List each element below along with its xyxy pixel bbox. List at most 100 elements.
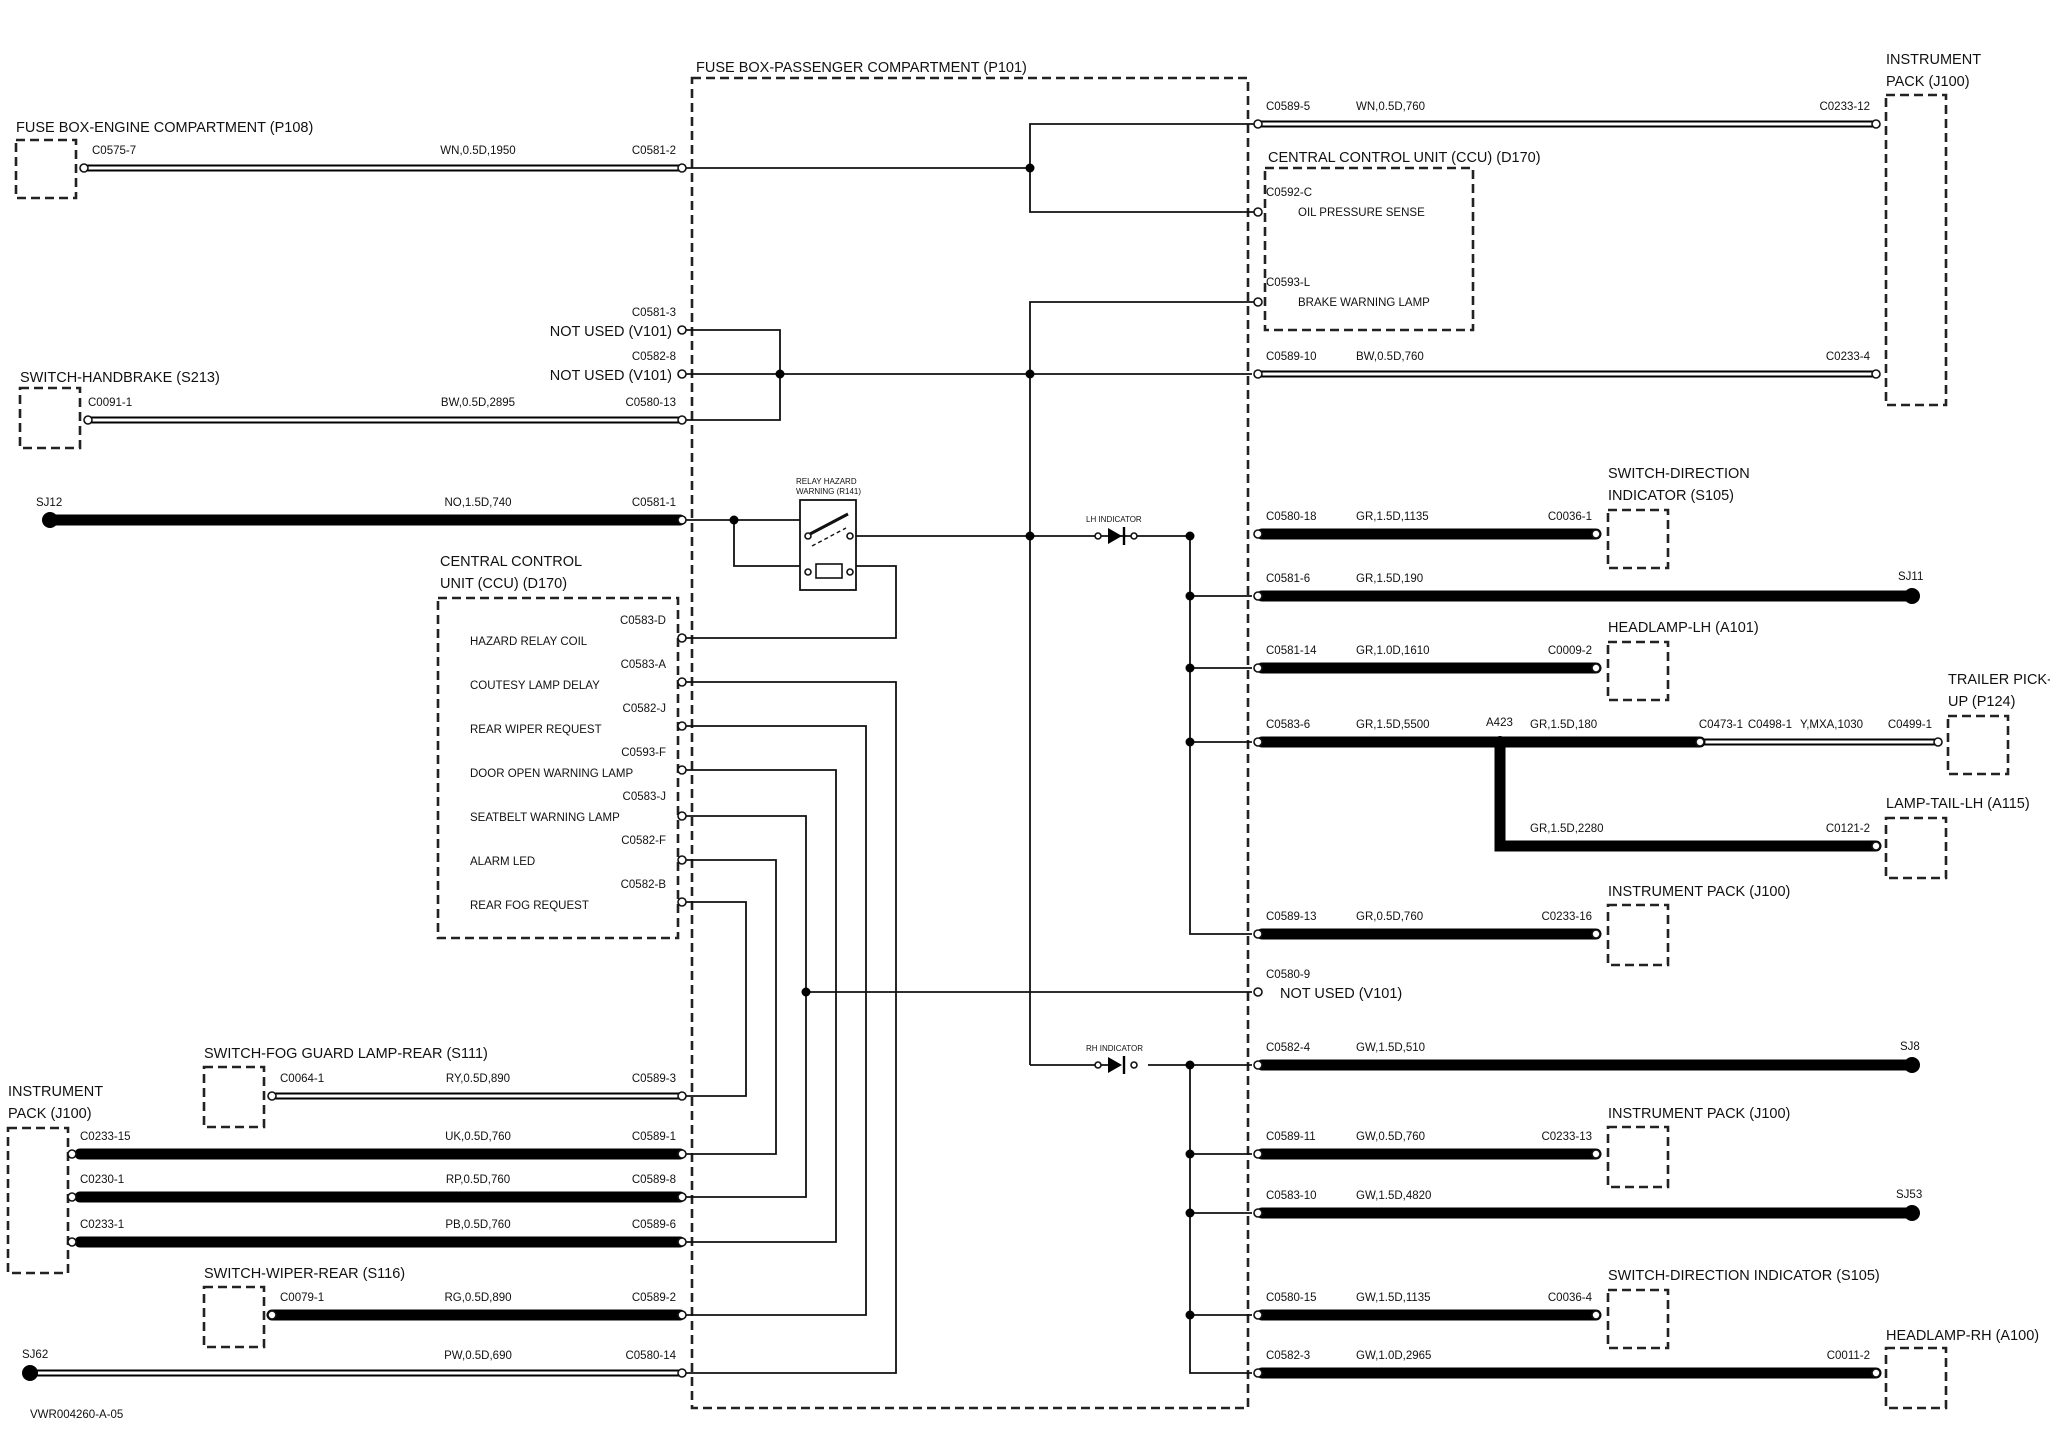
splice-sj62 <box>22 1365 38 1381</box>
connector-label: C0233-1 <box>80 1219 124 1231</box>
ccu-function-label: HAZARD RELAY COIL <box>470 636 588 648</box>
connector-label: C0589-8 <box>632 1174 676 1186</box>
switch-wiper-outline <box>202 1285 266 1349</box>
connector-label: C0581-3 <box>632 307 676 319</box>
wire-label: GR,1.5D,2280 <box>1530 823 1604 835</box>
connector-label: C0580-15 <box>1266 1292 1317 1304</box>
connector-label: C0230-1 <box>80 1174 124 1186</box>
connector-label: C0582-3 <box>1266 1350 1310 1362</box>
wire-label: WN,0.5D,760 <box>1356 101 1425 113</box>
splice-label: A423 <box>1486 717 1513 729</box>
external-wires <box>30 120 1938 1379</box>
connector-label: C0036-1 <box>1548 511 1592 523</box>
instrument-pack-low-title: INSTRUMENT PACK (J100) <box>1608 1106 1790 1122</box>
wire-label: RG,0.5D,890 <box>444 1292 511 1304</box>
fuse-box-engine-outline <box>14 138 78 200</box>
connector-label: C0583-D <box>620 615 666 627</box>
connector-label: C0233-13 <box>1541 1131 1592 1143</box>
connector-label: C0581-6 <box>1266 573 1310 585</box>
connector-label: C0589-3 <box>632 1073 676 1085</box>
connector-label: C0582-8 <box>632 351 676 363</box>
connector-label: C0580-13 <box>625 397 676 409</box>
connector-label: C0581-1 <box>632 497 676 509</box>
ccu-right-title: CENTRAL CONTROL UNIT (CCU) (D170) <box>1268 150 1541 166</box>
wire-label: GR,1.5D,180 <box>1530 719 1597 731</box>
switch-fog-outline <box>202 1065 266 1129</box>
connector-label: C0233-16 <box>1541 911 1592 923</box>
not-used-label: NOT USED (V101) <box>550 324 672 340</box>
connector-label: C0036-4 <box>1548 1292 1593 1304</box>
wire-label: GW,1.5D,510 <box>1356 1042 1425 1054</box>
connector-label: C0581-2 <box>632 145 676 157</box>
connector-label: C0583-10 <box>1266 1190 1317 1202</box>
wire-label: GR,1.5D,190 <box>1356 573 1423 585</box>
connector-label: C0589-11 <box>1266 1131 1316 1143</box>
connector-label: C0593-F <box>621 747 666 759</box>
connector-label: C0583-A <box>621 659 667 671</box>
rh-indicator-label: RH INDICATOR <box>1086 1044 1143 1053</box>
splice-label: SJ53 <box>1896 1189 1922 1201</box>
connector-label: C0582-J <box>623 703 666 715</box>
connector-label: C0593-L <box>1266 277 1311 289</box>
headlamp-rh-outline <box>1884 1346 1948 1410</box>
switch-direction-2-outline <box>1606 1288 1670 1350</box>
relay-title-2: WARNING (R141) <box>796 487 861 496</box>
headlamp-lh-outline <box>1606 640 1670 702</box>
wire-label: GW,0.5D,760 <box>1356 1131 1425 1143</box>
instrument-pack-left-title-2: PACK (J100) <box>8 1106 92 1122</box>
wire-label: RP,0.5D,760 <box>446 1174 510 1186</box>
ccu-function-label: ALARM LED <box>470 856 535 868</box>
fuse-box-passenger-title: FUSE BOX-PASSENGER COMPARTMENT (P101) <box>696 60 1027 76</box>
fuse-box-passenger-outline <box>690 76 1250 1410</box>
wire-label: RY,0.5D,890 <box>446 1073 510 1085</box>
splice-sj12 <box>42 512 58 528</box>
wire-label: GR,1.0D,1610 <box>1356 645 1430 657</box>
switch-direction-1-title-1: SWITCH-DIRECTION <box>1608 466 1750 482</box>
trailer-title-2: UP (P124) <box>1948 694 2015 710</box>
splice-sj8 <box>1904 1057 1920 1073</box>
ccu-left-title-2: UNIT (CCU) (D170) <box>440 576 567 592</box>
switch-handbrake-title: SWITCH-HANDBRAKE (S213) <box>20 370 220 386</box>
wire-label: GR,0.5D,760 <box>1356 911 1423 923</box>
connector-label: C0499-1 <box>1888 719 1932 731</box>
instrument-pack-mid-outline <box>1606 903 1670 967</box>
splice-label: SJ12 <box>36 497 62 509</box>
connector-label: C0581-14 <box>1266 645 1317 657</box>
connector-label: C0064-1 <box>280 1073 324 1085</box>
connector-pins <box>67 119 1943 1378</box>
switch-direction-1-title-2: INDICATOR (S105) <box>1608 488 1734 504</box>
connector-label: C0592-C <box>1266 187 1312 199</box>
wire-label: WN,0.5D,1950 <box>440 145 515 157</box>
connector-label: C0233-12 <box>1819 101 1870 113</box>
connector-label: C0589-6 <box>632 1219 676 1231</box>
wire-label: PW,0.5D,690 <box>444 1350 512 1362</box>
ccu-function-label: COUTESY LAMP DELAY <box>470 680 600 692</box>
instrument-pack-left-outline <box>6 1126 70 1275</box>
splice-a423 <box>1494 736 1506 748</box>
wire-label: NO,1.5D,740 <box>444 497 511 509</box>
not-used-label: NOT USED (V101) <box>550 368 672 384</box>
connector-label: C0580-18 <box>1266 511 1317 523</box>
wire-label: UK,0.5D,760 <box>445 1131 511 1143</box>
wire-label: GW,1.0D,2965 <box>1356 1350 1431 1362</box>
connector-label: C0589-13 <box>1266 911 1317 923</box>
switch-direction-1-outline <box>1606 508 1670 570</box>
connector-label: C0582-4 <box>1266 1042 1311 1054</box>
fuse-box-engine-title: FUSE BOX-ENGINE COMPARTMENT (P108) <box>16 120 313 136</box>
lh-indicator-label: LH INDICATOR <box>1086 515 1142 524</box>
internal-wiring <box>682 123 1258 1374</box>
connector-label: C0121-2 <box>1826 823 1870 835</box>
headlamp-rh-title: HEADLAMP-RH (A100) <box>1886 1328 2039 1344</box>
switch-fog-title: SWITCH-FOG GUARD LAMP-REAR (S111) <box>204 1046 488 1062</box>
splice-label: SJ11 <box>1898 571 1923 583</box>
splice-label: SJ8 <box>1900 1041 1920 1053</box>
rh-indicator-diode <box>1094 1056 1138 1074</box>
connector-label: C0582-F <box>621 835 666 847</box>
connector-label: C0575-7 <box>92 145 136 157</box>
splice-sj11 <box>1904 588 1920 604</box>
connector-label: C0009-2 <box>1548 645 1592 657</box>
connector-label: C0582-B <box>621 879 667 891</box>
ccu-function-label: REAR WIPER REQUEST <box>470 724 602 736</box>
connector-label: C0580-14 <box>625 1350 676 1362</box>
